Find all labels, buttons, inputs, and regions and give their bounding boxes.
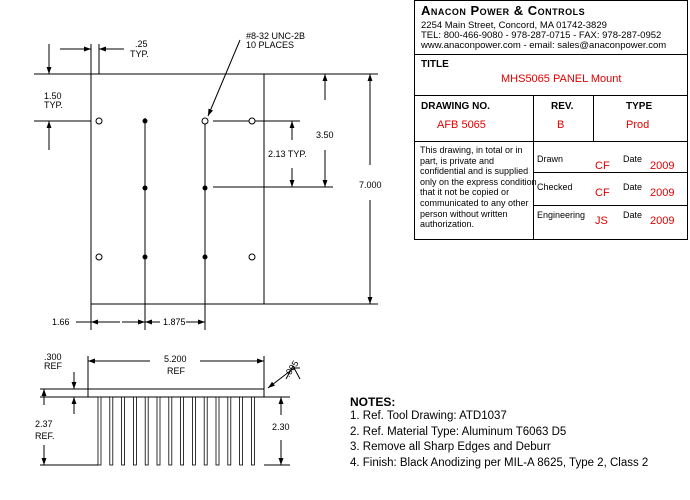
dim-213: 2.13 TYP.: [268, 149, 307, 159]
mounting-holes: [95, 117, 256, 261]
fin: [109, 396, 114, 466]
hole: [95, 117, 103, 125]
drawing-no-value: AFB 5065: [437, 119, 486, 131]
title-block: Anacon Power & Controls 2254 Main Street…: [414, 0, 688, 240]
hole: [248, 117, 256, 125]
engineering-date: 2009: [650, 215, 675, 227]
fin-holes: [142, 118, 208, 260]
fin: [144, 396, 149, 466]
engineering-label: Engineering: [537, 210, 586, 220]
rev-label: REV.: [551, 101, 574, 112]
fin: [250, 396, 255, 466]
notes-section: NOTES: 1. Ref. Tool Drawing: ATD1037 2. …: [350, 395, 648, 471]
company-phone-line: TEL: 800-466-9080 - 978-287-0715 - FAX: …: [421, 30, 662, 41]
note-item: 4. Finish: Black Anodizing per MIL-A 862…: [350, 456, 649, 469]
dim-1875: 1.875: [163, 317, 186, 327]
dim-350: 3.50: [316, 130, 334, 140]
company-web-line: www.anaconpower.com - email: sales@anaco…: [421, 40, 667, 51]
type-label: TYPE: [626, 101, 653, 112]
hole: [201, 117, 209, 125]
note-item: 3. Remove all Sharp Edges and Deburr: [350, 441, 551, 453]
hole: [248, 253, 256, 261]
fin: [168, 396, 173, 466]
fin: [97, 396, 102, 466]
type-value: Prod: [626, 119, 650, 131]
rev-value: B: [557, 119, 565, 131]
hole: [202, 254, 208, 260]
hole: [202, 185, 208, 191]
base-plate: [87, 388, 265, 398]
drawn-date: 2009: [650, 160, 675, 172]
dim-230: 2.30: [272, 422, 290, 432]
company-name: Anacon Power & Controls: [421, 3, 586, 18]
dim-left-offset-typ: TYP.: [44, 100, 63, 110]
dim-5200: 5.200: [164, 354, 187, 364]
fin: [215, 396, 220, 466]
title-label: TITLE: [421, 59, 449, 70]
dim-237: 2.37: [35, 419, 53, 429]
fin-array: [97, 396, 255, 466]
notes-title: NOTES:: [350, 395, 396, 409]
fin: [180, 396, 185, 466]
drawing-no-label: DRAWING NO.: [421, 101, 490, 112]
checked-initials: CF: [595, 187, 610, 199]
hole: [142, 118, 148, 124]
note-item: 2. Ref. Material Type: Aluminum T6063 D5: [350, 425, 567, 438]
engineering-date-label: Date: [623, 210, 643, 220]
fin: [121, 396, 125, 466]
dim-166: 1.66: [52, 317, 70, 327]
dim-7000: 7.000: [359, 180, 382, 190]
engineering-initials: JS: [595, 215, 608, 227]
dim-left-offset: 1.50: [44, 91, 62, 101]
dim-top-offset-typ: TYP.: [130, 49, 149, 59]
fin: [132, 396, 137, 466]
hole: [142, 254, 148, 260]
dim-top-offset: .25: [135, 39, 148, 49]
flatness-symbol: [285, 365, 301, 380]
hole: [142, 185, 148, 191]
dim-hole-spec-2: 10 PLACES: [246, 40, 294, 50]
confidentiality-notice: This drawing, in total or in part, is pr…: [420, 145, 537, 230]
fin: [203, 396, 208, 466]
note-item: 1. Ref. Tool Drawing: ATD1037: [350, 410, 507, 422]
title-value: MHS5065 PANEL Mount: [501, 73, 622, 85]
fin: [239, 396, 244, 466]
drawn-date-label: Date: [623, 154, 643, 164]
dim-hole-spec-1: #8-32 UNC-2B: [246, 31, 305, 41]
checked-date: 2009: [650, 187, 675, 199]
checked-date-label: Date: [623, 182, 643, 192]
drawn-initials: CF: [595, 160, 610, 172]
dim-237-ref: REF.: [35, 431, 55, 441]
dim-300-ref: REF: [44, 361, 63, 371]
plate-outline: [90, 73, 265, 305]
fin: [191, 396, 196, 466]
dim-300: .300: [44, 352, 62, 362]
fin: [156, 396, 161, 466]
fin: [227, 396, 232, 466]
hole: [95, 253, 103, 261]
company-address-line: 2254 Main Street, Concord, MA 01742-3829: [421, 20, 607, 31]
drawn-label: Drawn: [537, 154, 564, 164]
checked-label: Checked: [537, 182, 573, 192]
dim-5200-ref: REF: [167, 366, 186, 376]
